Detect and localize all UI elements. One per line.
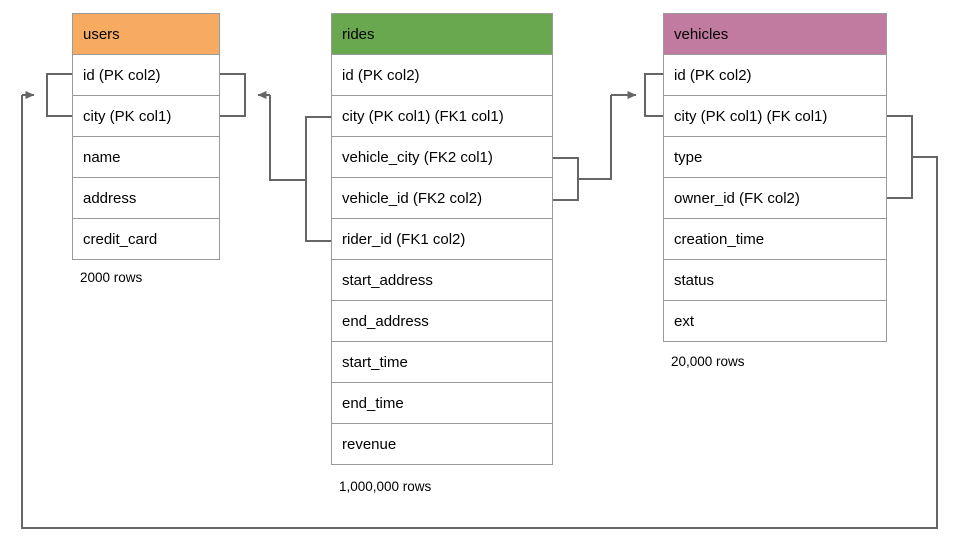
table-rides-column-end-time[interactable]: end_time: [331, 383, 553, 424]
table-vehicles-title: vehicles: [674, 25, 729, 43]
table-vehicles-header: vehicles: [663, 13, 887, 55]
table-rides[interactable]: rides id (PK col2) city (PK col1) (FK1 c…: [331, 13, 553, 465]
table-rides-column-vehicle-city[interactable]: vehicle_city (FK2 col1): [331, 137, 553, 178]
table-rides-column-start-address[interactable]: start_address: [331, 260, 553, 301]
table-vehicles-column-owner-id[interactable]: owner_id (FK col2): [663, 178, 887, 219]
table-rides-column-city[interactable]: city (PK col1) (FK1 col1): [331, 96, 553, 137]
table-vehicles-column-status[interactable]: status: [663, 260, 887, 301]
table-users-column-name[interactable]: name: [72, 137, 220, 178]
table-users-header: users: [72, 13, 220, 55]
table-rides-header: rides: [331, 13, 553, 55]
table-rides-column-rider-id[interactable]: rider_id (FK1 col2): [331, 219, 553, 260]
table-rides-column-revenue[interactable]: revenue: [331, 424, 553, 465]
table-rides-column-end-address[interactable]: end_address: [331, 301, 553, 342]
table-vehicles-column-ext[interactable]: ext: [663, 301, 887, 342]
table-vehicles-row-count: 20,000 rows: [671, 354, 745, 369]
table-rides-column-vehicle-id[interactable]: vehicle_id (FK2 col2): [331, 178, 553, 219]
connector-rides-fk2-to-vehicles: [553, 91, 637, 201]
table-users-column-id[interactable]: id (PK col2): [72, 55, 220, 96]
table-users-row-count: 2000 rows: [80, 270, 143, 285]
connector-users-right-bracket: [220, 73, 246, 117]
table-vehicles-column-creation-time[interactable]: creation_time: [663, 219, 887, 260]
table-vehicles-column-type[interactable]: type: [663, 137, 887, 178]
table-rides-row-count: 1,000,000 rows: [339, 479, 432, 494]
table-rides-title: rides: [342, 25, 375, 43]
table-vehicles-column-city[interactable]: city (PK col1) (FK col1): [663, 96, 887, 137]
table-users-column-credit-card[interactable]: credit_card: [72, 219, 220, 260]
table-users-column-city[interactable]: city (PK col1): [72, 96, 220, 137]
table-users[interactable]: users id (PK col2) city (PK col1) name a…: [72, 13, 220, 260]
connector-users-left-bracket: [46, 73, 72, 117]
table-rides-column-id[interactable]: id (PK col2): [331, 55, 553, 96]
table-vehicles[interactable]: vehicles id (PK col2) city (PK col1) (FK…: [663, 13, 887, 342]
table-rides-column-start-time[interactable]: start_time: [331, 342, 553, 383]
table-users-title: users: [83, 25, 120, 43]
table-users-column-address[interactable]: address: [72, 178, 220, 219]
connector-vehicles-left-bracket: [644, 73, 663, 117]
table-vehicles-column-id[interactable]: id (PK col2): [663, 55, 887, 96]
connector-rides-fk1-to-users: [257, 91, 331, 242]
